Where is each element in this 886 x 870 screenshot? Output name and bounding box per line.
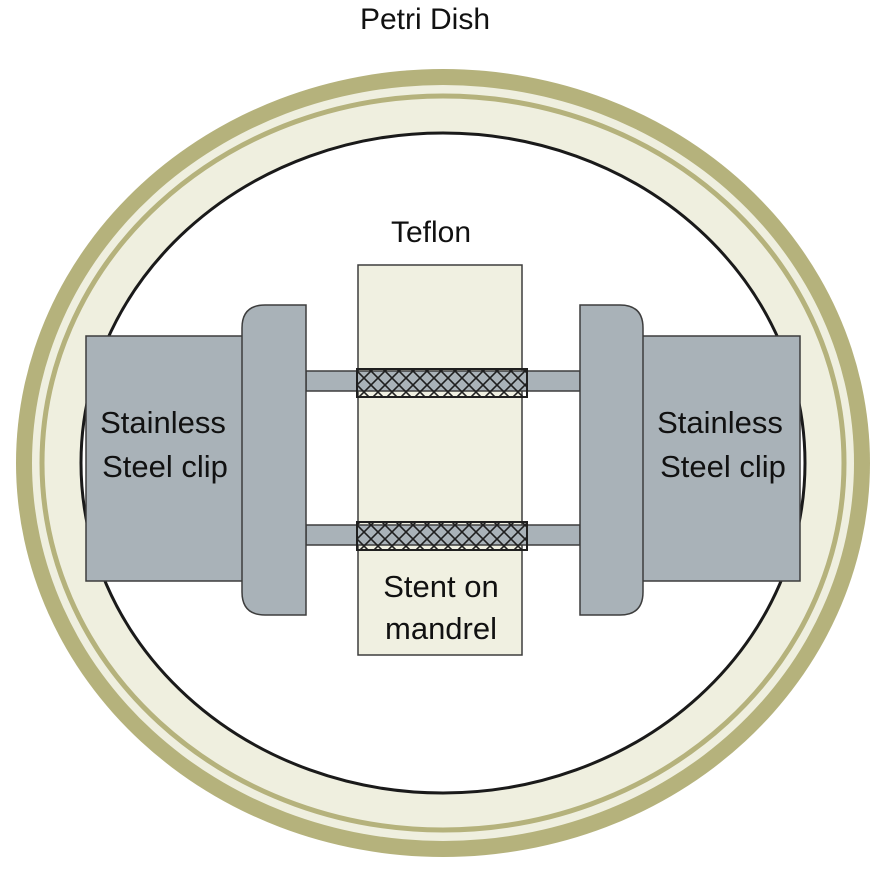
stent-top: [356, 368, 528, 398]
left-clip-body: [85, 335, 245, 582]
right-steel-clip: [579, 304, 801, 616]
right-clip-body: [641, 335, 801, 582]
stents: [356, 368, 528, 551]
stent-label-line2: mandrel: [385, 611, 497, 646]
petri-dish: [16, 69, 870, 857]
teflon-label: Teflon: [391, 216, 471, 249]
left-steel-clip: [85, 304, 307, 616]
left-clip-label-line1: Stainless: [100, 405, 226, 440]
right-clip-flange: [579, 304, 644, 616]
stent-bottom: [356, 521, 528, 551]
left-clip-label-line2: Steel clip: [102, 449, 228, 484]
stent-label-line1: Stent on: [383, 569, 498, 604]
right-clip-label-line2: Steel clip: [660, 449, 786, 484]
petri-dish-inner-ring: [39, 93, 847, 833]
petri-dish-label: Petri Dish: [360, 3, 490, 36]
right-clip-label-line1: Stainless: [657, 405, 783, 440]
left-clip-flange: [241, 304, 307, 616]
teflon-block: [357, 264, 523, 656]
